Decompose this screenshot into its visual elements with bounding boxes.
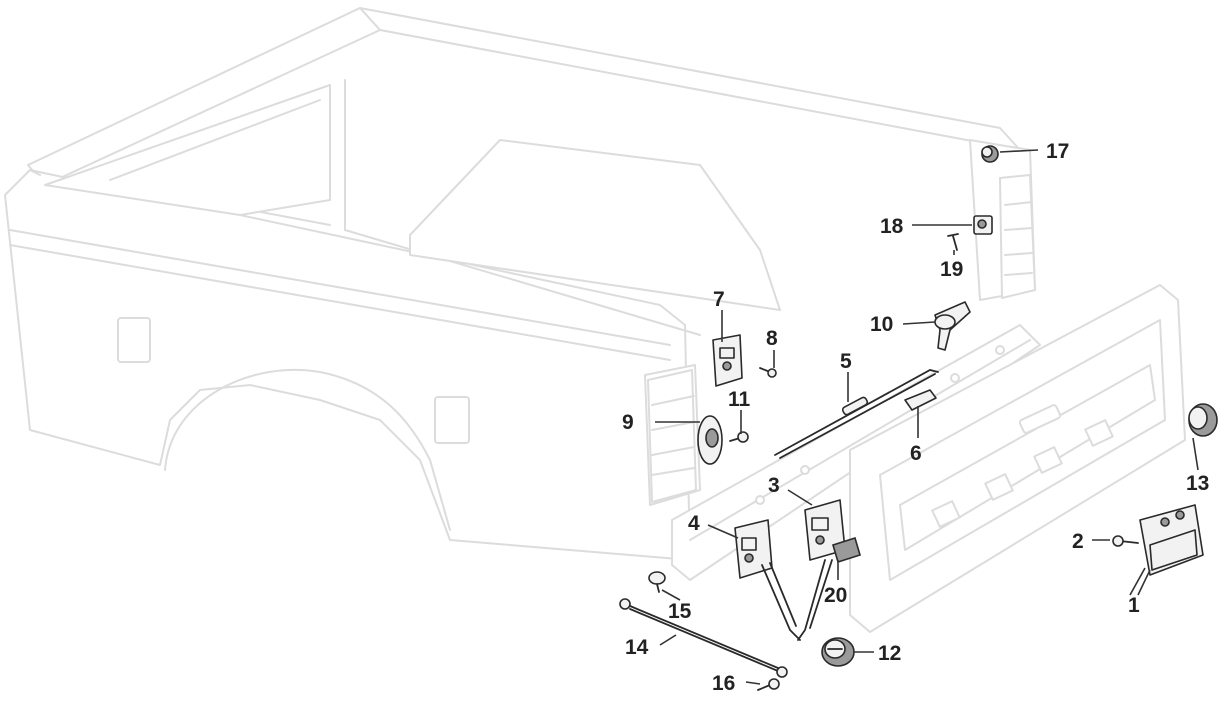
part-9-pivot	[697, 415, 723, 465]
callout-7: 7	[713, 288, 725, 311]
part-5-release-rod	[774, 369, 939, 459]
part-15-stud	[648, 571, 666, 593]
callout-3: 3	[768, 474, 780, 497]
callout-9: 9	[622, 411, 634, 434]
callout-19: 19	[940, 258, 963, 281]
callout-labels: 17 18 19 10 7 8 5 9 11 6 13 3 4 2 20 1 1…	[622, 140, 1209, 695]
leader-lines	[655, 149, 1199, 685]
callout-15: 15	[668, 600, 692, 623]
callout-20: 20	[824, 584, 847, 607]
callout-17: 17	[1046, 140, 1069, 163]
callout-12: 12	[878, 642, 901, 665]
part-11-bolt	[729, 431, 749, 443]
part-6-rod-clip	[904, 389, 937, 411]
callout-10: 10	[870, 313, 893, 336]
part-8-screw	[759, 367, 777, 378]
part-16-bolt	[757, 678, 780, 691]
part-2-bolt	[1112, 535, 1139, 547]
callout-6: 6	[910, 442, 922, 465]
callout-13: 13	[1186, 472, 1209, 495]
callout-14: 14	[625, 636, 649, 659]
callout-4: 4	[688, 512, 700, 535]
part-4-left-latch	[734, 519, 773, 579]
part-14-support-cable	[619, 598, 788, 678]
part-18-bracket	[973, 215, 993, 235]
part-7-latch-bracket	[712, 334, 743, 387]
part-19-screw	[947, 233, 959, 251]
callout-8: 8	[766, 327, 778, 350]
part-12-tailgate-plug	[821, 637, 855, 667]
callout-2: 2	[1072, 530, 1084, 553]
part-latch-link-rods	[761, 559, 833, 641]
part-17-bumper-plug	[981, 145, 999, 163]
callout-1: 1	[1128, 594, 1140, 617]
callout-5: 5	[840, 350, 852, 373]
part-10-striker	[934, 301, 971, 351]
callout-11: 11	[728, 388, 751, 411]
callout-16: 16	[712, 672, 735, 695]
part-20-bumper-pad	[832, 536, 861, 564]
part-1-handle-assembly	[1139, 504, 1204, 576]
callout-18: 18	[880, 215, 904, 238]
part-13-rubber-bumper	[1188, 403, 1218, 437]
truck-bed-ghost	[4, 7, 1186, 633]
